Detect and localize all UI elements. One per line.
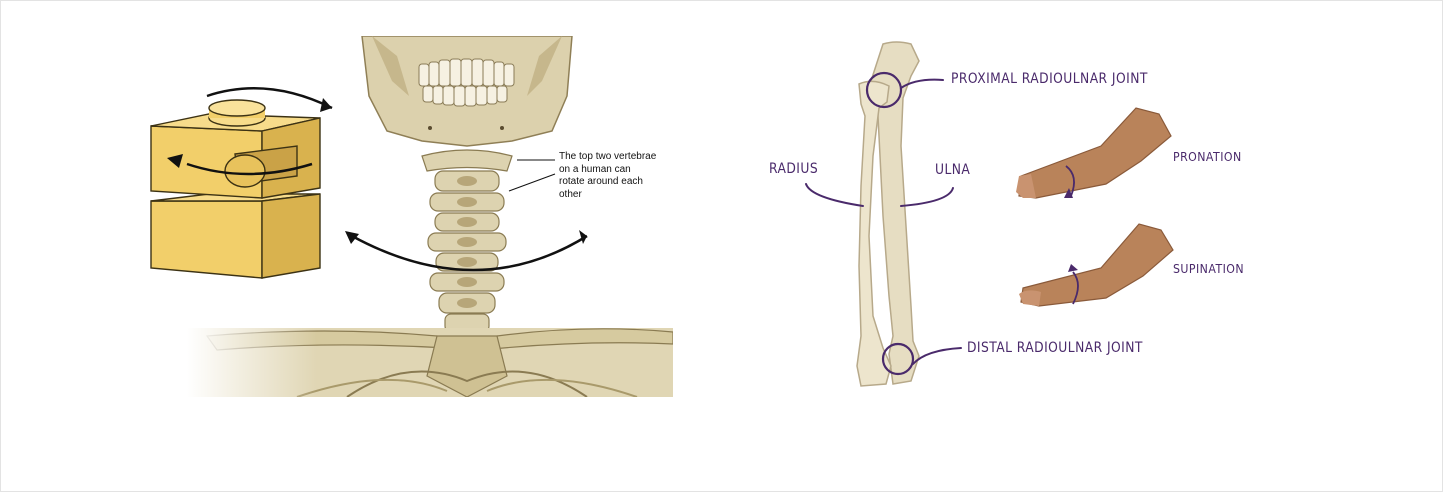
radioulnar-joint-illustration xyxy=(761,36,1261,396)
pivot-block-model xyxy=(150,99,321,279)
skull-jaw xyxy=(361,36,573,147)
forearm-drawing xyxy=(805,41,1174,387)
label-ulna: ULNA xyxy=(935,162,971,178)
label-distal-radioulnar-joint: DISTAL RADIOULNAR JOINT xyxy=(967,340,1143,356)
label-radius: RADIUS xyxy=(769,161,819,177)
rotation-arrows xyxy=(206,87,588,272)
supination-arm xyxy=(1019,223,1174,307)
radius-bone xyxy=(856,80,892,387)
label-pronation: PRONATION xyxy=(1173,149,1242,164)
pivot-joint-drawing xyxy=(150,36,673,397)
cervical-vertebrae xyxy=(421,149,513,333)
label-proximal-radioulnar-joint: PROXIMAL RADIOULNAR JOINT xyxy=(951,71,1148,87)
proximal-joint-circle xyxy=(865,71,903,109)
vertebrae-callout: The top two vertebrae on a human can rot… xyxy=(559,151,657,200)
pronation-arm xyxy=(1016,107,1172,199)
label-supination: SUPINATION xyxy=(1173,261,1245,276)
pivot-joint-illustration xyxy=(147,36,673,397)
ulna-bone xyxy=(870,41,920,385)
distal-joint-circle xyxy=(881,342,915,376)
shoulder-girdle xyxy=(187,328,673,397)
